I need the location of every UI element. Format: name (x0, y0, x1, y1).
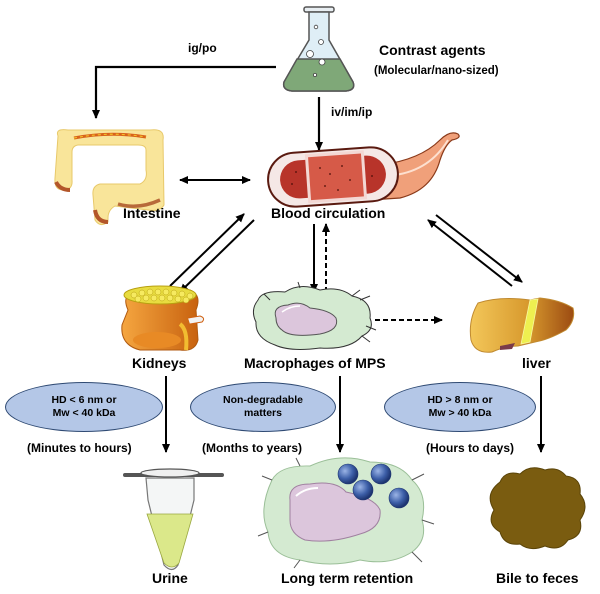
feces-icon (489, 467, 586, 550)
hepatic-condition-line2: Mw > 40 kDa (428, 407, 492, 419)
arrow-liver-to-blood (427, 219, 513, 287)
arrow-oral-route (92, 65, 276, 119)
kidneys-label: Kidneys (132, 355, 187, 371)
urine-tube-icon (123, 468, 224, 571)
long-term-retention-label: Long term retention (281, 570, 414, 586)
renal-timescale: (Minutes to hours) (27, 441, 132, 455)
parenteral-route-label: iv/im/ip (331, 105, 373, 119)
macrophages-label: Macrophages of MPS (244, 355, 386, 371)
arrow-blood-to-liver (435, 214, 523, 283)
renal-condition-line1: HD < 6 nm or (51, 394, 117, 406)
arrow-blood-to-kidneys (179, 219, 255, 293)
liver-label: liver (522, 355, 551, 371)
liver-icon (469, 297, 575, 353)
intestine-label: Intestine (123, 205, 181, 221)
blood-circulation-label: Blood circulation (271, 205, 386, 221)
contrast-agents-label: Contrast agents (379, 42, 486, 58)
hepatic-condition-line1: HD > 8 nm or (427, 394, 493, 406)
flask-icon (282, 6, 355, 92)
intestine-icon (54, 129, 165, 226)
oral-route-label: ig/po (188, 41, 217, 55)
contrast-agents-sublabel: (Molecular/nano-sized) (374, 65, 499, 77)
macrophage-icon (252, 281, 377, 350)
mps-condition-line2: matters (244, 407, 282, 419)
urine-label: Urine (152, 570, 188, 586)
arrow-kidneys-to-blood (169, 213, 245, 287)
kidney-icon (121, 285, 205, 351)
bile-to-feces-label: Bile to feces (496, 570, 579, 586)
mps-timescale: (Months to years) (202, 441, 303, 455)
hepatic-timescale: (Hours to days) (426, 441, 515, 455)
blood-vessel-icon (267, 132, 460, 208)
macrophage-with-particles-icon (257, 457, 435, 569)
mps-condition-line1: Non-degradable (223, 394, 303, 406)
renal-condition-line2: Mw < 40 kDa (52, 407, 116, 419)
